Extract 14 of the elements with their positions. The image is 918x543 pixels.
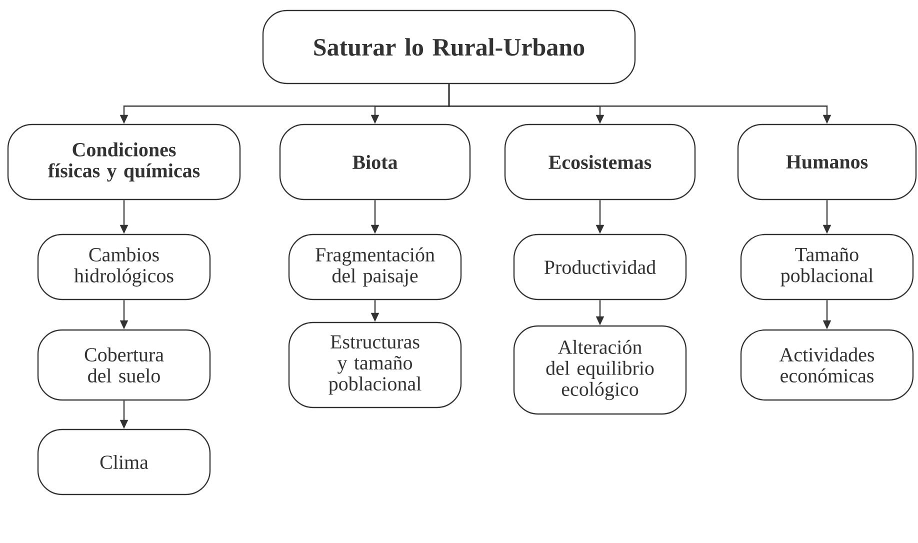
factor-box: Productividad [513,234,687,300]
category-box: Condiciones físicas y químicas [7,124,241,200]
factor-box: Cobertura del suelo [37,329,211,401]
factor-box: Tamaño poblacional [740,234,914,300]
factor-box: Fragmentación del paisaje [288,234,462,300]
factor-box: Clima [37,428,211,496]
category-box: Humanos [737,124,917,200]
title-box: Saturar lo Rural-Urbano [262,10,636,84]
category-box: Ecosistemas [504,124,696,200]
category-box: Biota [279,124,471,200]
factor-box: Alteración del equilibrio ecológico [513,325,687,415]
factor-box: Actividades económicas [740,329,914,401]
factor-box: Estructuras y tamaño poblacional [288,322,462,408]
factor-box: Cambios hidrológicos [37,234,211,300]
